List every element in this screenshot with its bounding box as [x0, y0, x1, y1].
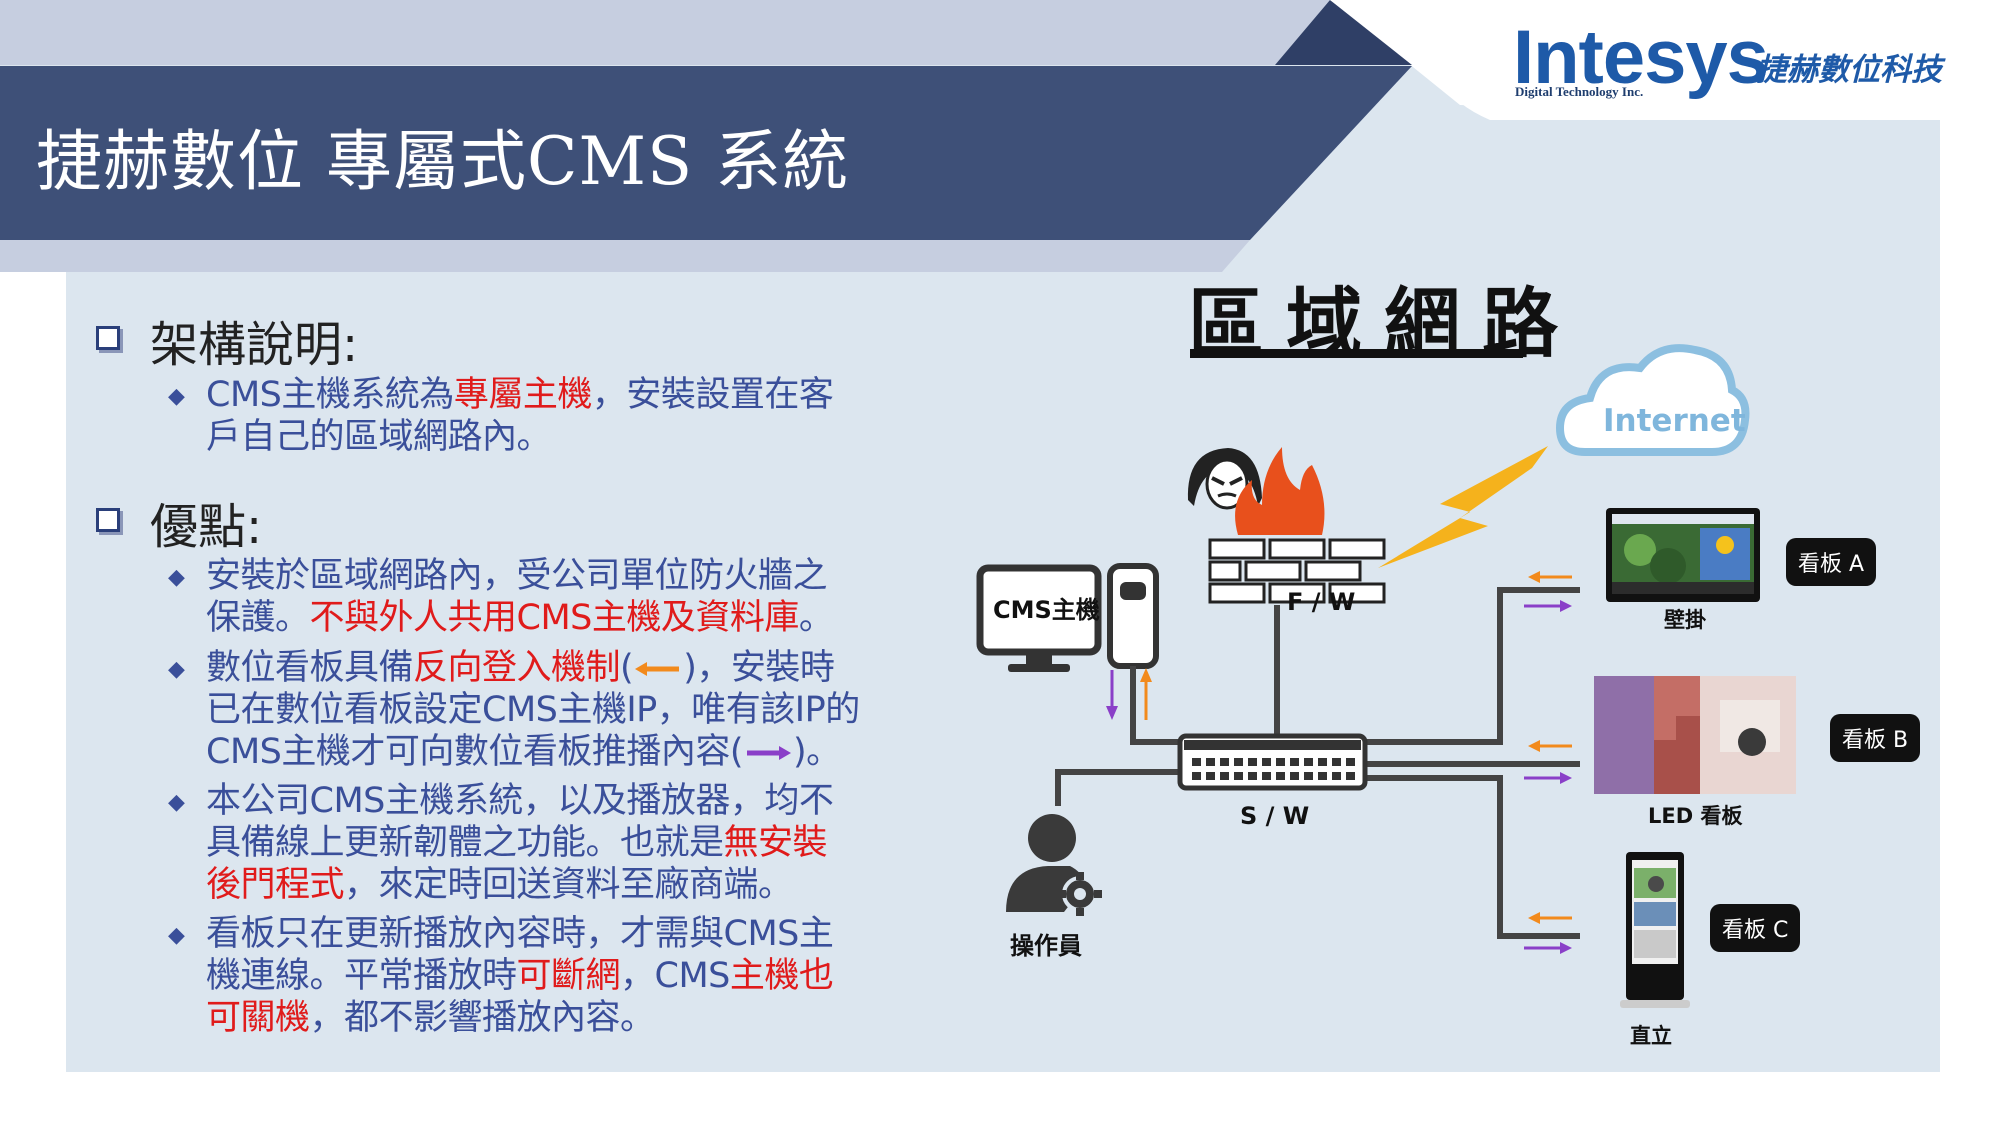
firewall-bricks-icon [1208, 538, 1386, 604]
checkbox-bullet-icon [96, 508, 120, 532]
board-b-tag: 看板 B [1830, 714, 1921, 762]
advantage-item-3: 本公司CMS主機系統，以及播放器，均不 具備線上更新韌體之功能。也就是無安裝 後… [206, 781, 834, 905]
cms-tower-icon [1107, 563, 1159, 669]
board-a-caption: 壁掛 [1664, 608, 1706, 632]
board-c-tag: 看板 C [1710, 904, 1801, 952]
hacker-icon [1187, 448, 1262, 510]
switch-label: S / W [1240, 802, 1310, 830]
diamond-bullet-icon: ◆ [168, 384, 185, 409]
architecture-description: CMS主機系統為專屬主機，安裝設置在客 戶自己的區域網路內。 [206, 375, 834, 457]
board-c-caption: 直立 [1630, 1024, 1672, 1048]
section-heading-architecture: 架構說明: [150, 317, 359, 373]
cms-monitor-icon [976, 564, 1102, 672]
board-c-arrows [1524, 912, 1572, 954]
purple-arrow-right-icon [747, 746, 792, 760]
board-a-arrows [1524, 571, 1572, 612]
board-a-screen-icon [1606, 508, 1760, 602]
internet-label: Internet [1603, 403, 1746, 439]
cms-host-label: CMS主機 [993, 596, 1100, 624]
page-title: 捷赫數位 專屬式CMS 系統 [36, 123, 850, 200]
switch-icon [1177, 733, 1368, 791]
diamond-bullet-icon: ◆ [168, 923, 185, 948]
lightning-icon [1378, 446, 1548, 568]
diamond-bullet-icon: ◆ [168, 657, 185, 682]
board-c-kiosk-icon [1620, 852, 1690, 1008]
orange-arrow-left-icon [635, 662, 680, 676]
advantage-item-1: 安裝於區域網路內，受公司單位防火牆之 保護。不與外人共用CMS主機及資料庫。 [206, 556, 834, 638]
checkbox-bullet-icon [96, 326, 120, 350]
section-heading-advantages: 優點: [150, 499, 263, 555]
title-underline [1190, 349, 1523, 358]
board-b-caption: LED 看板 [1648, 804, 1743, 828]
board-a-tag: 看板 A [1786, 538, 1877, 586]
operator-label: 操作員 [1010, 932, 1082, 960]
operator-icon [1006, 814, 1102, 916]
board-b-arrows [1524, 740, 1572, 784]
diamond-bullet-icon: ◆ [168, 565, 185, 590]
logo-wordmark: Intesys [1513, 15, 1769, 100]
board-b-screen-icon [1594, 676, 1796, 794]
fire-icon [1235, 447, 1325, 535]
internet-cloud-icon [1555, 344, 1750, 456]
logo-subtitle: Digital Technology Inc. [1515, 84, 1644, 99]
advantage-item-2: 數位看板具備反向登入機制()，安裝時 已在數位看板設定CMS主機IP，唯有該IP… [206, 648, 860, 772]
logo-chinese: 捷赫數位科技 [1756, 52, 1942, 88]
firewall-label: F / W [1287, 588, 1356, 616]
advantage-item-4: 看板只在更新播放內容時，才需與CMS主 機連線。平常播放時可斷網，CMS主機也 … [206, 914, 834, 1038]
diamond-bullet-icon: ◆ [168, 790, 185, 815]
